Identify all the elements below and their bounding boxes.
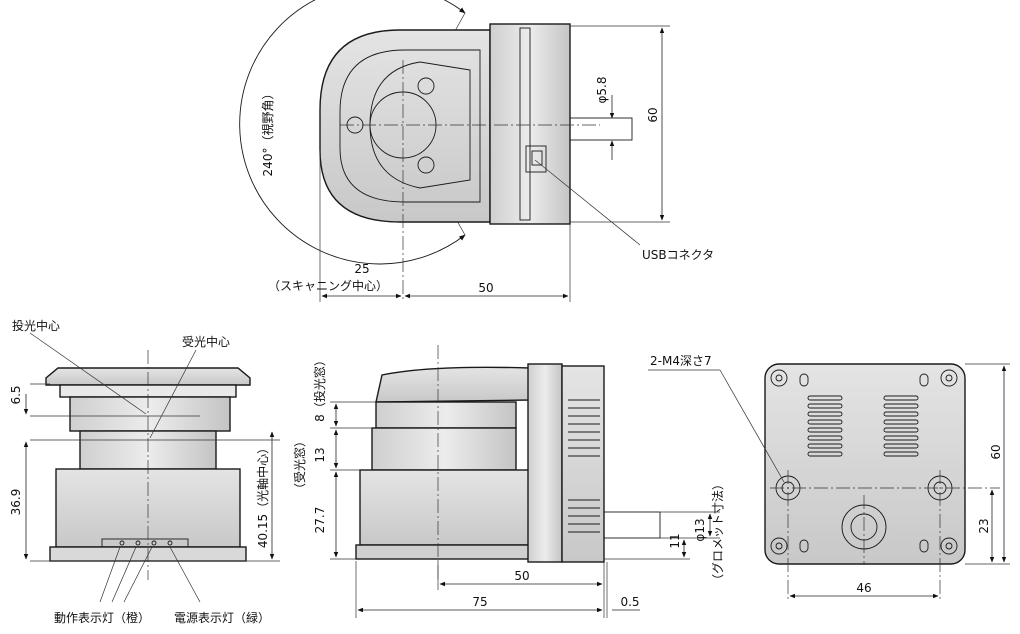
operation-lamp-icon [119,540,125,546]
dim-phi13-label: φ13 [693,518,707,541]
front-emit-window [69,396,231,432]
dim-0-5-label: 0.5 [620,595,639,609]
indicator-strip [101,538,189,548]
leader-line [149,349,197,439]
corner-screw-icon [770,369,788,387]
grommet-label: （グロメット寸法） [711,478,725,586]
scanner-head [319,29,491,223]
leader-line [123,546,153,603]
rear-plate [764,363,966,565]
leader-line [534,159,641,246]
front-view: 6.5 36.9 40.15（光軸中心） 投光中心 受光中心 動作表示灯（橙） … [9,318,280,625]
corner-screw-icon [775,374,783,382]
corner-screw-icon [945,374,953,382]
dim-phi-label: φ5.8 [595,77,609,104]
usb-connector [525,145,547,173]
dim-40-15-label: 40.15（光軸中心） [255,442,270,548]
dim-8-label: 8（投光窓） [312,354,327,422]
dim-25-label: 25 [354,262,369,276]
dim-60-label: 60 [646,107,660,122]
usb-label: USBコネクタ [642,248,714,262]
screw-hole [417,156,435,174]
side-base [359,469,531,546]
usb-port [531,150,543,166]
slot-icon [799,539,809,553]
dim-50-label: 50 [478,281,493,295]
top-view: 60 φ5.8 240°（視野角） USBコネクタ 25 （スキャニング中心） … [239,0,714,302]
body-seam [519,27,531,221]
rear-vent-slots [807,395,919,457]
slot-icon [919,539,929,553]
side-cable [603,511,661,539]
vent-slots [568,399,600,533]
emit-center-label: 投光中心 [12,318,60,333]
dim-25-note: （スキャニング中心） [268,278,388,293]
dim-60-label: 60 [989,444,1003,459]
screw-label: 2-M4深さ7 [650,354,712,368]
dim-23-label: 23 [977,518,991,533]
dim-6-5-label: 6.5 [9,385,23,404]
rear-view: 60 23 46 2-M4深さ7 [648,354,1010,602]
side-mid-body [527,363,563,563]
operation-lamp-icon [135,540,141,546]
leader-line [719,369,785,483]
corner-screw-icon [775,542,783,550]
corner-screw-icon [940,537,958,555]
dim-13-label: 13 [313,447,327,462]
corner-screw-icon [945,542,953,550]
side-view: 8（投光窓） 13 （受光窓） 27.7 50 75 0.5 11 φ13 （グ… [292,345,725,618]
slot-icon [799,373,809,387]
operation-lamp-label: 動作表示灯（橙） [54,610,150,625]
leader-line [99,546,121,603]
side-rear-body [561,365,605,563]
dim-50-label: 50 [514,569,529,583]
side-head-top [375,366,531,403]
leader-line [111,546,137,603]
fov-label: 240°（視野角） [260,88,275,177]
side-emit-window [375,401,517,429]
recv-center-label: 受光中心 [182,334,230,349]
power-lamp-icon [167,540,173,546]
cable [569,117,633,141]
scanner-window [339,49,481,203]
corner-screw-icon [770,537,788,555]
recv-window-label: （受光窓） [292,435,307,495]
fov-arc [239,0,466,265]
dim-36-9-label: 36.9 [9,489,23,516]
operation-lamp-icon [151,540,157,546]
dim-27-7-label: 27.7 [313,507,327,534]
side-foot [355,544,535,560]
dim-11-label: 11 [668,533,682,548]
side-recv-window [371,427,517,471]
power-lamp-label: 電源表示灯（緑） [174,610,270,625]
leader-line [29,332,147,415]
screw-hole [417,77,435,95]
dim-46-label: 46 [856,581,871,595]
leader-line [169,546,201,603]
dim-75-label: 75 [472,595,487,609]
corner-screw-icon [940,369,958,387]
slot-icon [919,373,929,387]
